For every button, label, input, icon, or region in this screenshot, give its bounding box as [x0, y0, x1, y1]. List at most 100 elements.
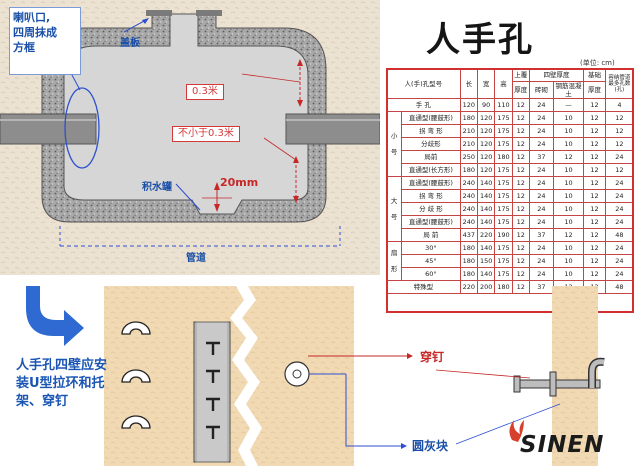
row-type: 直通型(腰鼓形)	[401, 111, 461, 125]
table-cell: 24	[604, 254, 635, 268]
table-cell: 12	[583, 98, 606, 112]
table-cell: 180	[494, 150, 513, 164]
row-type: 拐 弯 形	[401, 124, 461, 138]
table-cell: 175	[494, 176, 513, 190]
table-cell: 10	[552, 124, 585, 138]
bottom-diagrams	[26, 286, 605, 466]
page-title: 人手孔	[426, 20, 534, 60]
table-cell: 12	[583, 202, 606, 216]
table-cell: 140	[476, 202, 496, 216]
table-cell: 24	[528, 215, 554, 229]
row-type: 45°	[401, 254, 461, 268]
nail-label: 穿钉	[420, 350, 445, 364]
table-cell: 240	[459, 176, 478, 190]
col-cover: 上覆	[511, 68, 530, 82]
cover-plate-left	[146, 10, 172, 16]
row-type: 30°	[401, 241, 461, 255]
table-cell: 24	[528, 98, 554, 112]
table-cell: 10	[552, 189, 585, 203]
table-cell: 12	[511, 150, 530, 164]
table-cell: 12	[604, 163, 635, 177]
col-pipes: 容纳管道最多孔数(孔)	[604, 68, 635, 99]
table-cell: 175	[494, 124, 513, 138]
unit-label: (单位: cm)	[580, 59, 615, 67]
row-type: 直通型(长方形)	[401, 163, 461, 177]
table-cell: 210	[459, 137, 478, 151]
col-brick: 砖砌	[528, 81, 554, 99]
sump-label: 积水罐	[142, 182, 172, 193]
table-cell: 10	[552, 111, 585, 125]
table-cell: 140	[476, 241, 496, 255]
table-cell: 12	[583, 241, 606, 255]
anchor-bolt-icon	[513, 357, 605, 397]
table-cell: 24	[528, 176, 554, 190]
table-cell: 175	[494, 111, 513, 125]
table-cell: 12	[511, 189, 530, 203]
depth-label: 20mm	[220, 176, 259, 189]
row-type: 手 孔	[386, 98, 461, 112]
table-cell: 12	[583, 137, 606, 151]
table-cell: 180	[459, 163, 478, 177]
row-type: 分歧形	[401, 137, 461, 151]
table-cell: 24	[604, 202, 635, 216]
logo-flame-icon	[509, 420, 524, 442]
manhole-section-diagram	[0, 0, 380, 275]
table-cell: 10	[552, 202, 585, 216]
table-cell: 12	[511, 111, 530, 125]
washer-icon	[284, 361, 310, 387]
table-cell: 10	[552, 176, 585, 190]
table-cell: 180	[459, 241, 478, 255]
table-cell: 150	[476, 254, 496, 268]
table-cell: 120	[476, 163, 496, 177]
table-cell: 12	[511, 163, 530, 177]
pipe-right	[285, 113, 380, 145]
table-cell: 190	[494, 228, 513, 242]
table-cell: 12	[511, 124, 530, 138]
u-hook-icon	[121, 321, 151, 429]
table-cell: 240	[459, 202, 478, 216]
table-cell: 24	[604, 215, 635, 229]
brand-logo: SINEN	[520, 432, 605, 458]
table-cell: 24	[604, 241, 635, 255]
table-cell: 48	[604, 280, 635, 294]
col-concrete: 钢筋混凝土	[552, 81, 585, 99]
table-cell: 12	[583, 111, 606, 125]
col-cover-thick: 厚度	[511, 81, 530, 99]
col-length: 长	[459, 68, 478, 99]
table-cell: 37	[528, 228, 554, 242]
pipe-left	[0, 113, 97, 145]
row-group: 小 号	[385, 111, 403, 177]
table-cell: —	[552, 98, 585, 112]
table-cell: 120	[476, 124, 496, 138]
table-cell: 12	[511, 280, 530, 294]
bottom-caption: 人手孔四壁应安装U型拉环和托架、穿钉	[16, 358, 108, 409]
table-cell: 90	[476, 98, 496, 112]
bell-mouth-highlight	[64, 87, 100, 169]
table-cell: 10	[552, 254, 585, 268]
dim-side-label: 不小于0.3米	[172, 126, 240, 142]
table-cell: 12	[583, 124, 606, 138]
table-cell: 48	[604, 228, 635, 242]
table-cell: 12	[583, 176, 606, 190]
table-cell: 120	[476, 111, 496, 125]
table-cell: 120	[476, 137, 496, 151]
washer-label: 圆灰块	[412, 439, 449, 453]
dim-top-label: 0.3米	[186, 84, 224, 100]
table-cell: 12	[511, 176, 530, 190]
washer-pointer	[345, 374, 407, 449]
table-cell: 12	[604, 137, 635, 151]
table-cell: 37	[528, 150, 554, 164]
cover-plate-right	[196, 10, 222, 16]
bell-mouth-label: 喇叭口, 四周抹成 方框	[9, 7, 81, 75]
pipe-label: 管道	[186, 253, 206, 264]
table-cell: 24	[528, 189, 554, 203]
